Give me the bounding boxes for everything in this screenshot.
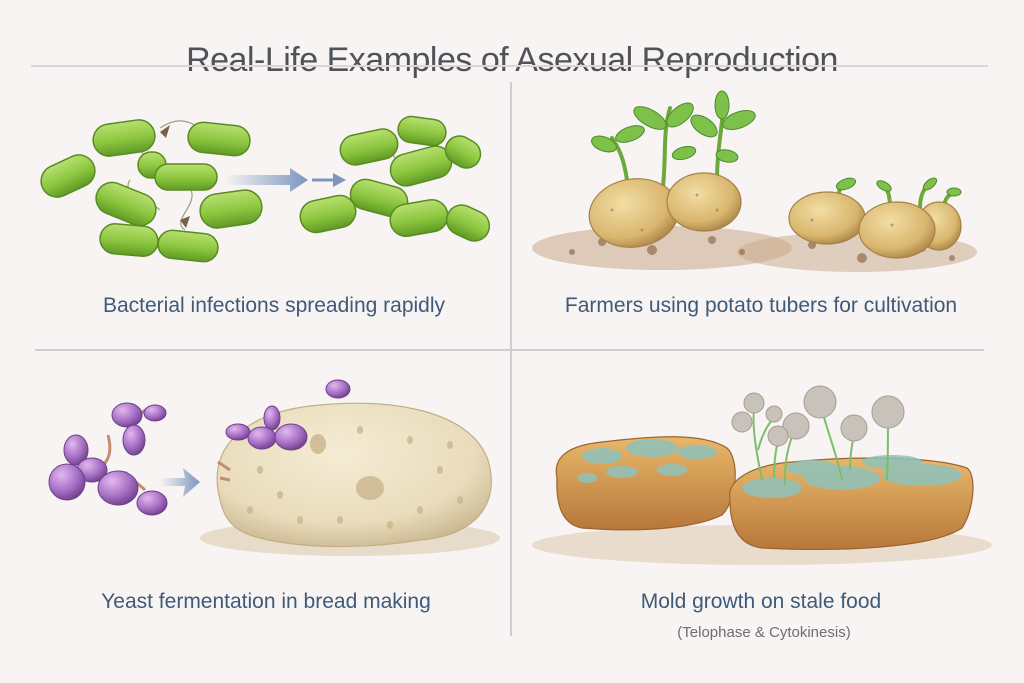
sprouting-potato-tubers-illustration <box>532 90 977 272</box>
page-title: Real-Life Examples of Asexual Reproducti… <box>186 40 838 79</box>
title-underline <box>31 65 988 67</box>
caption-yeast: Yeast fermentation in bread making <box>101 590 431 613</box>
subcaption-mold: (Telophase & Cytokinesis) <box>677 624 851 641</box>
mold-on-bread-illustration <box>532 385 992 565</box>
panel-bacteria: Bacterial infections spreading rapidly <box>0 80 510 350</box>
caption-mold: Mold growth on stale food <box>640 590 882 613</box>
caption-bacteria: Bacterial infections spreading rapidly <box>102 294 446 317</box>
bacteria-binary-fission-illustration <box>40 115 491 263</box>
panel-mold: Mold growth on stale food (Telophase & C… <box>512 352 1024 683</box>
caption-potato: Farmers using potato tubers for cultivat… <box>564 294 958 317</box>
horizontal-divider <box>35 349 984 351</box>
vertical-divider <box>510 82 512 636</box>
yeast-budding-on-dough-illustration <box>48 379 500 556</box>
panel-potato: Farmers using potato tubers for cultivat… <box>512 80 1024 350</box>
panel-yeast: Yeast fermentation in bread making <box>0 352 510 642</box>
